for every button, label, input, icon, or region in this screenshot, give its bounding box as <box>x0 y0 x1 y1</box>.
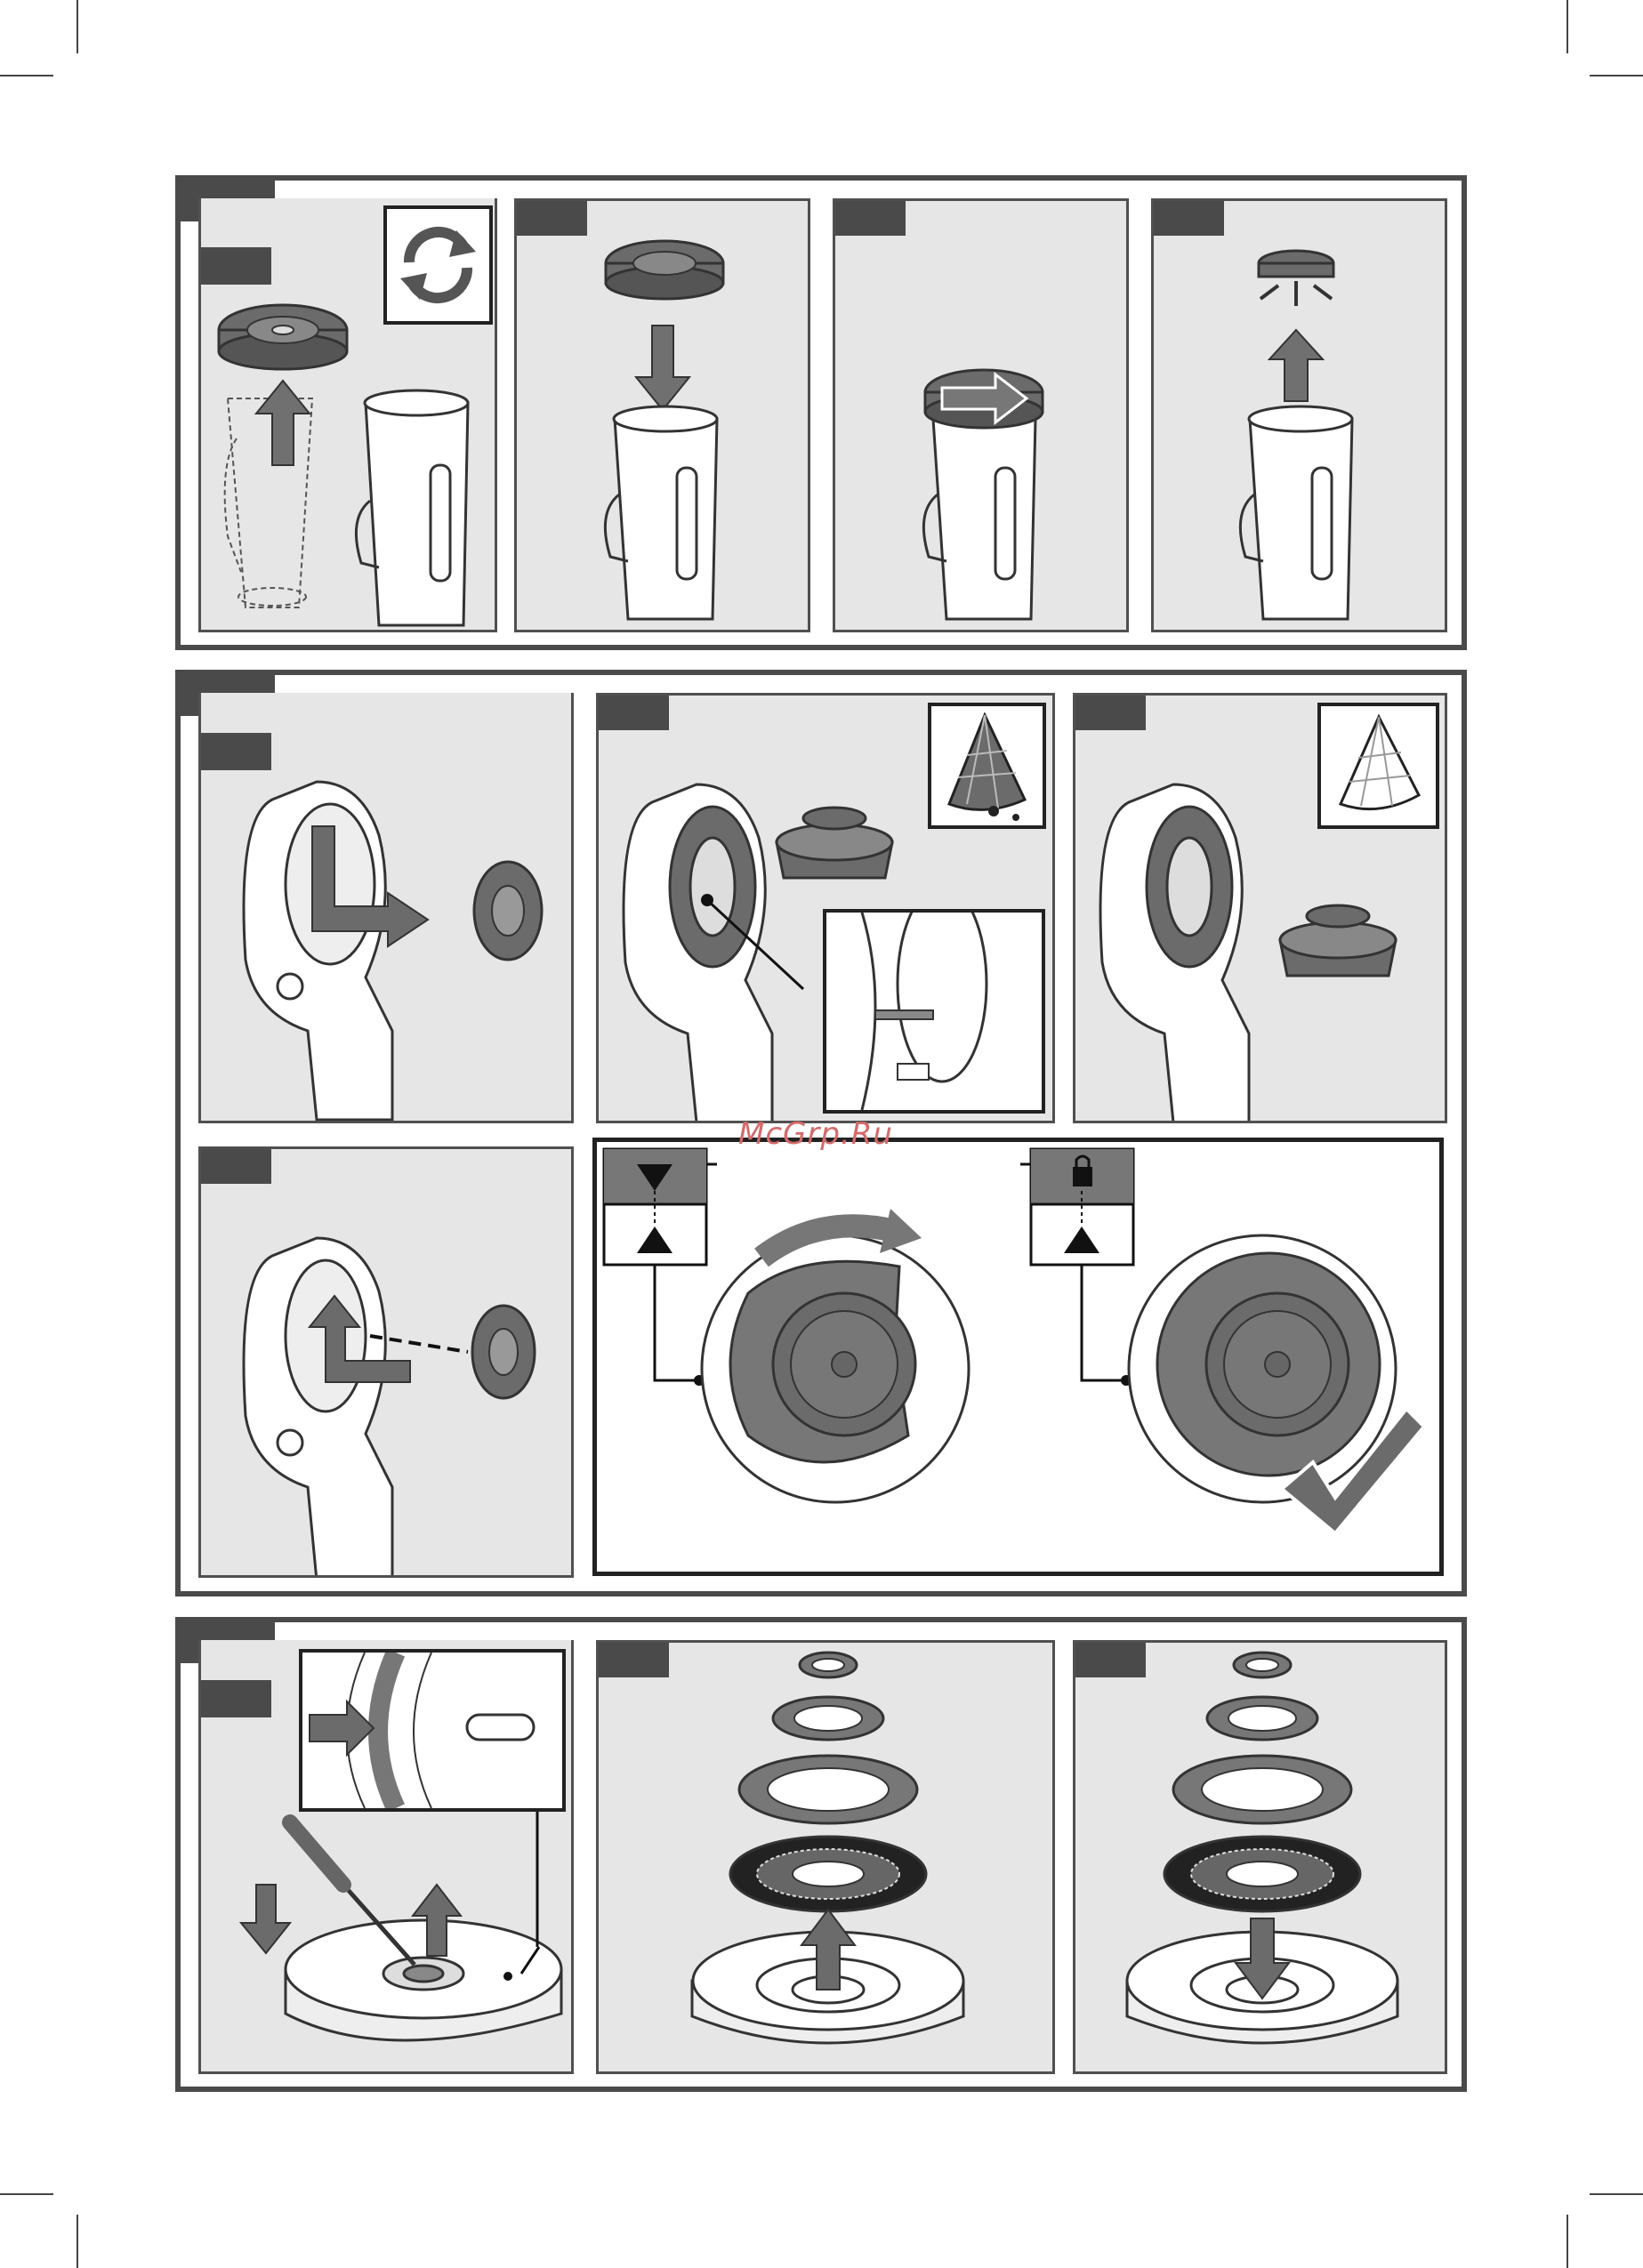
crop-mark <box>1590 75 1643 76</box>
step-panel-insert-gasket-layers <box>1073 1640 1447 2074</box>
crop-mark <box>77 0 78 53</box>
gasket-layers-illustration <box>730 1653 926 1911</box>
gasket-detail-zoom <box>299 1649 566 1812</box>
crop-mark <box>0 75 53 76</box>
seal-cap-illustration <box>1280 905 1396 976</box>
unlock-triangle-icon <box>604 1149 717 1265</box>
jug-illustration <box>605 406 717 619</box>
step-panel-lock-blade <box>833 198 1129 632</box>
step-panel-insert-seal <box>198 1146 574 1578</box>
step-panel-lock-seal <box>592 1138 1444 1576</box>
gasket-layers-illustration <box>1164 1653 1360 1911</box>
clean-filter-icon <box>1317 703 1439 829</box>
blade-assembly-illustration <box>219 305 347 369</box>
seal-cap-illustration <box>777 808 892 878</box>
step-panel-clean-filter <box>1073 693 1447 1123</box>
seal-dial-unlocked-illustration <box>702 1209 969 1502</box>
step-panel-dirty-filter <box>596 693 1055 1123</box>
down-arrow-icon <box>241 1885 290 1953</box>
watermark-text: McGrp.Ru <box>738 1116 893 1152</box>
down-arrow-icon <box>636 326 689 410</box>
up-arrow-icon <box>1269 330 1323 401</box>
step-panel-insert-blade <box>514 198 810 632</box>
jug-illustration <box>1240 406 1352 619</box>
crop-mark <box>0 2193 53 2195</box>
crop-mark <box>1566 2215 1568 2268</box>
crop-mark <box>1590 2193 1643 2195</box>
seal-ring-illustration <box>472 1306 535 1398</box>
crop-mark <box>77 2215 78 2268</box>
step-panel-remove-gasket-layers <box>596 1640 1055 2074</box>
blade-assembly-illustration <box>606 241 723 299</box>
motor-unit-illustration <box>244 1238 392 1578</box>
section-lid-gasket <box>175 1617 1467 2092</box>
seal-detail-zoom <box>823 909 1045 1114</box>
step-panel-lift-blade <box>1151 198 1447 632</box>
jug-ghost-illustration <box>225 398 312 607</box>
lid-illustration <box>286 1920 561 2040</box>
step-panel-pry-gasket <box>198 1640 574 2074</box>
step-panel-remove-seal <box>198 693 574 1123</box>
seal-dial-locked-illustration <box>1129 1235 1396 1502</box>
jug-illustration <box>923 419 1035 619</box>
motor-unit-illustration <box>624 784 772 1122</box>
blade-unit-illustration <box>1259 251 1333 306</box>
section-jug-blade-removal <box>175 175 1467 650</box>
motor-unit-illustration <box>1100 784 1249 1122</box>
up-arrow-icon <box>256 381 310 465</box>
crop-mark <box>1566 0 1568 53</box>
seal-ring-illustration <box>474 862 542 960</box>
lock-icon <box>1020 1149 1133 1265</box>
jug-illustration <box>356 390 468 625</box>
rotate-arrows-icon <box>383 205 493 325</box>
step-panel-remove-blade <box>198 198 497 632</box>
dirty-filter-icon <box>928 703 1046 829</box>
